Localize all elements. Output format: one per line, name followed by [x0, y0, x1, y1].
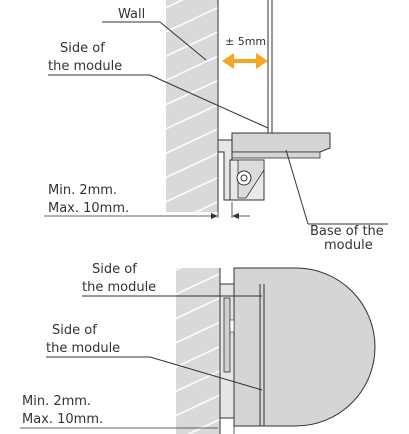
label-side-module-top-1: Side of — [60, 41, 105, 56]
bracket — [217, 139, 233, 201]
label-wall: Wall — [118, 7, 145, 22]
module-panel — [233, 267, 376, 427]
bottom-diagram: Side of the module Side of the module Mi… — [20, 262, 376, 434]
label-min-gap-top: Min. 2mm. — [48, 183, 117, 198]
label-gap-tolerance: ± 5mm. — [225, 35, 270, 48]
label-base-module-1: Base of the — [310, 224, 384, 239]
label-side-module-b-1: Side of — [52, 323, 97, 338]
label-side-module-a-2: the module — [82, 280, 156, 295]
label-min-gap-bottom: Min. 2mm. — [22, 394, 91, 409]
module-base — [231, 132, 331, 153]
double-arrow-icon — [222, 53, 268, 69]
label-side-module-b-2: the module — [46, 341, 120, 356]
label-side-module-top-2: the module — [48, 59, 122, 74]
label-max-gap-top: Max. 10mm. — [48, 201, 129, 216]
top-diagram: Wall Side of the module ± 5mm. Min. 2mm.… — [44, 0, 388, 253]
label-max-gap-bottom: Max. 10mm. — [22, 412, 103, 427]
label-base-module-2: module — [324, 238, 373, 253]
label-side-module-a-1: Side of — [92, 262, 137, 277]
